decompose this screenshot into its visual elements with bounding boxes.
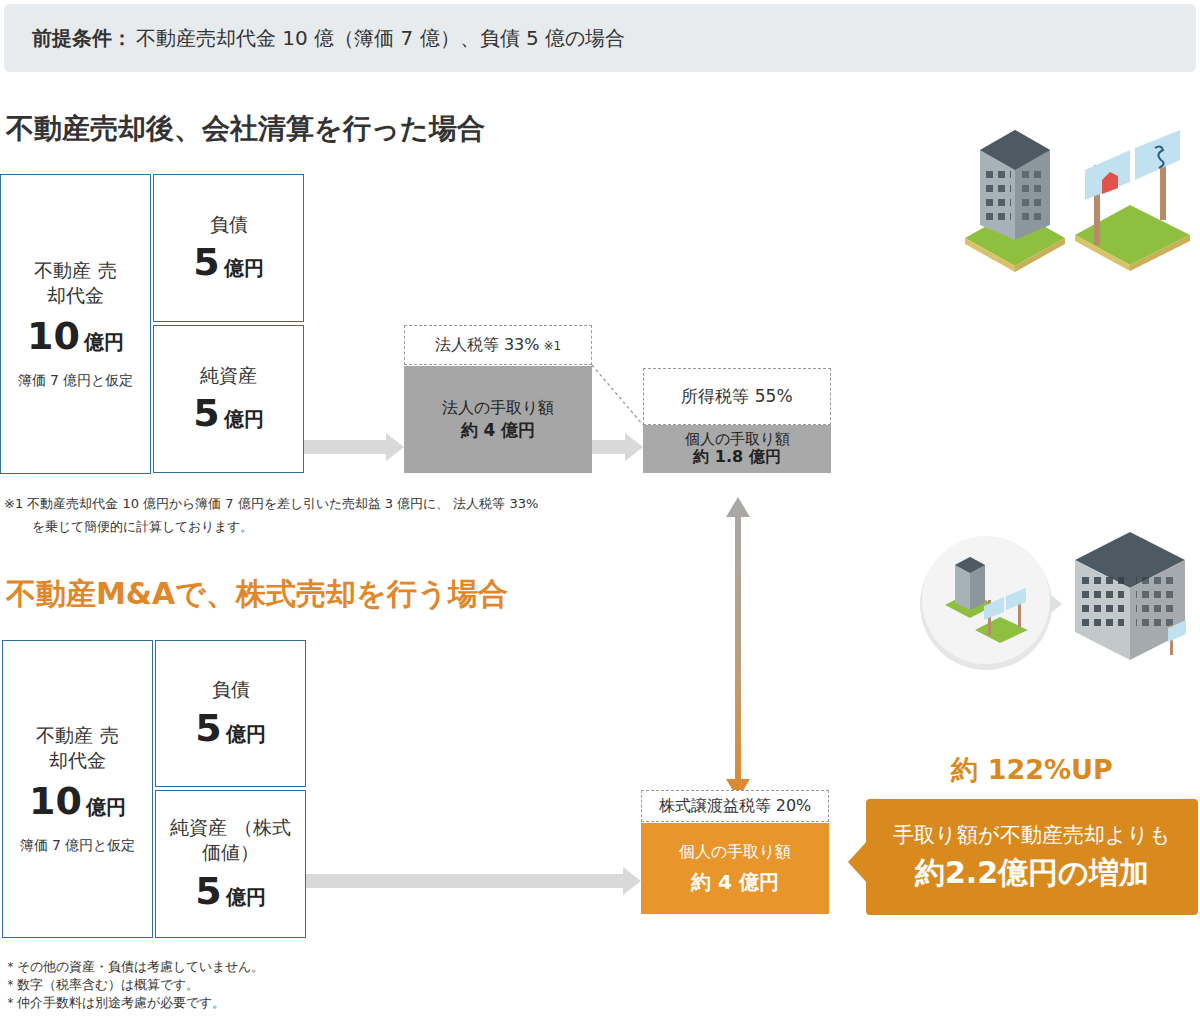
text-row: 所得税等 55% [681,385,792,407]
text-row: 負債 [212,677,250,708]
note: ＊仲介手数料は別途考慮が必要です。 [4,994,225,1012]
node-text: 手取り額が不動産売却よりも [893,822,1171,849]
text-row: 株式譲渡益税等 20% [659,796,812,817]
footnote: ※1 不動産売却代金 10 億円から簿価 7 億円を差し引いた売却益 3 億円に… [4,493,552,539]
text-row: 5億円 [195,708,265,750]
tax-box: 法人税等 33%※1 [404,325,592,365]
flow-arrow [306,867,641,895]
result-box: 法人の手取り額約 4 億円 [404,366,592,473]
node-text: 5 [193,242,219,284]
node-text: 億円 [86,794,126,820]
text-row: 負債 [210,212,248,243]
text-row: 手取り額が不動産売却よりも [893,822,1171,849]
text-row: 法人の手取り額 [442,398,554,419]
flow-arrow [592,433,643,461]
tax-box: 所得税等 55% [643,368,831,425]
building-icon [965,130,1065,272]
node-text: 所得税等 55% [681,385,792,407]
node-text: ※1 [543,339,561,355]
text-row: 5億円 [193,242,263,284]
node-text: 10 [29,781,82,823]
text-row: 簿価 7 億円と仮定 [18,357,134,389]
text-row: 約 4 億円 [691,869,779,895]
compare-arrow [726,497,750,799]
section-heading: 不動産M&Aで、株式売却を行う場合 [6,574,508,615]
result-box: 個人の手取り額約 4 億円 [641,823,829,914]
node-text: 簿価 7 億円と仮定 [20,836,136,854]
node-text: 約 1.8 億円 [693,448,780,466]
text-row: 10億円 [27,316,124,358]
node-text: 5 [195,871,221,913]
node-text: 億円 [84,329,124,355]
text-row: 前提条件：不動産売却代金 10 億（簿価 7 億）、負債 5 億の場合 [32,25,625,51]
dashed-leader [592,365,643,425]
node-text: 不動産 売却代金 [26,258,126,307]
node-text: 約 4 億円 [461,419,536,441]
text-row: 約2.2億円の増加 [915,853,1149,892]
text-row: 純資産 （株式価値） [170,815,292,870]
node-text: 株式譲渡益税等 20% [659,796,812,817]
text-row: 約 122%UP [951,752,1113,787]
node-text: 約 122%UP [951,752,1113,787]
node-text: 億円 [226,884,266,910]
scheme-icon [920,532,1186,670]
tax-box: 株式譲渡益税等 20% [641,790,829,822]
node-text: 個人の手取り額 [679,842,791,863]
text-row: 約 4 億円 [461,419,536,441]
note: ＊その他の資産・負債は考慮していません。 [4,958,264,976]
node-text: 不動産 売却代金 [28,723,128,772]
section-heading: 不動産売却後、会社清算を行った場合 [6,110,485,148]
node-text: 5 [195,708,221,750]
node-text: 純資産 [200,363,257,388]
node-text: 億円 [226,721,266,747]
text-row: 5億円 [193,393,263,435]
node-text: 前提条件： [32,25,132,51]
value-box: 純資産 （株式価値） 5億円 [155,790,306,938]
value-box: 負債 5億円 [153,174,304,322]
node-text: 億円 [224,255,264,281]
node-text: 負債 [212,677,250,702]
text-row: 不動産 売却代金 [26,258,126,315]
node-text: 法人税等 33% [435,335,540,356]
callout-box: 約 122%UP 手取り額が不動産売却よりも約2.2億円の増加 [866,752,1198,915]
value-box: 不動産 売却代金 10億円簿価 7 億円と仮定 [2,640,153,938]
node-text: 約 4 億円 [691,869,779,895]
node-text: 個人の手取り額 [685,431,790,448]
node-text: 億円 [224,406,264,432]
premise-band: 前提条件：不動産売却代金 10 億（簿価 7 億）、負債 5 億の場合 [4,4,1196,72]
value-box: 不動産 売却代金 10億円簿価 7 億円と仮定 [0,174,151,474]
callout-pointer [848,840,868,884]
text-row: 法人税等 33%※1 [435,335,561,356]
node-text: 10 [27,316,80,358]
text-row: 5億円 [195,871,265,913]
node-text: 法人の手取り額 [442,398,554,419]
node-text: 純資産 （株式価値） [170,815,292,864]
note: ＊数字（税率含む）は概算です。 [4,976,199,994]
text-row: 10億円 [29,781,126,823]
result-box: 個人の手取り額約 1.8 億円 [643,425,831,473]
callout-panel: 手取り額が不動産売却よりも約2.2億円の増加 [866,799,1198,915]
text-row: 純資産 [200,363,257,394]
node-text: 負債 [210,212,248,237]
node-text: 簿価 7 億円と仮定 [18,371,134,389]
text-row: 約 1.8 億円 [693,448,780,466]
node-text: 不動産売却代金 10 億（簿価 7 億）、負債 5 億の場合 [136,25,625,51]
text-row: 簿価 7 億円と仮定 [20,822,136,854]
text-row: 不動産 売却代金 [28,723,128,780]
value-box: 負債 5億円 [155,640,306,787]
flow-arrow [304,433,404,461]
value-box: 純資産 5億円 [153,325,304,473]
node-text: 5 [193,393,219,435]
text-row: 個人の手取り額 [685,431,790,448]
sign-icon [1075,130,1190,271]
text-row: 個人の手取り額 [679,842,791,869]
node-text: 約2.2億円の増加 [915,853,1149,892]
